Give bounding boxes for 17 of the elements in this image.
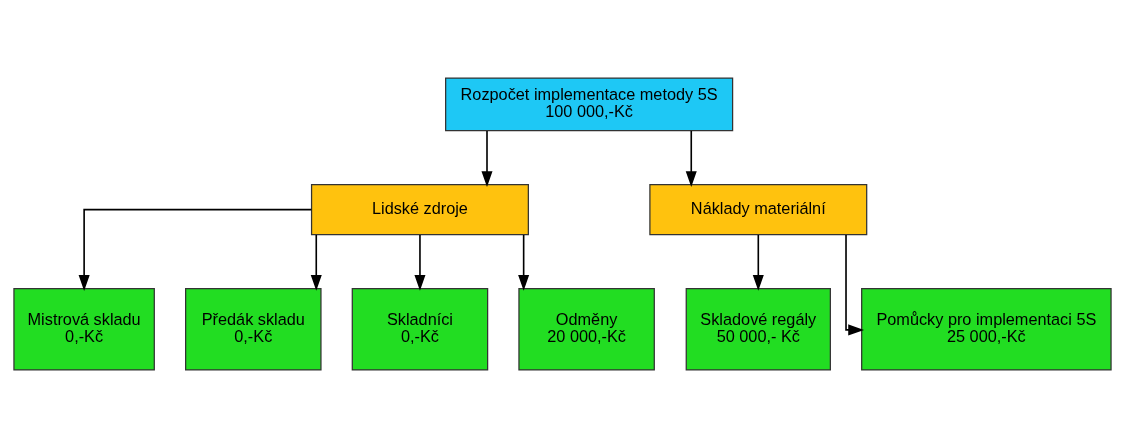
node-box: Předák skladu 0,-Kč	[185, 287, 322, 371]
arrow	[518, 233, 530, 291]
node-box: Rozpočet implementace metody 5S 100 000,-Kč	[445, 76, 734, 131]
node-box: Mistrová skladu 0,-Kč	[13, 287, 155, 371]
arrow	[310, 233, 322, 291]
node-box: Lidské zdroje	[310, 183, 529, 235]
arrow	[78, 208, 313, 291]
node-box: Skladové regály 50 000,- Kč	[685, 287, 831, 371]
node-box: Náklady materiální	[649, 183, 868, 235]
arrow	[685, 129, 697, 187]
node-box: Skladníci 0,-Kč	[351, 287, 489, 371]
arrow	[845, 233, 865, 335]
arrow	[752, 233, 764, 291]
node-box: Pomůcky pro implementaci 5S 25 000,-Kč	[861, 287, 1112, 371]
node-box: Odměny 20 000,-Kč	[518, 287, 655, 371]
arrow	[414, 233, 426, 291]
arrow	[481, 129, 493, 187]
